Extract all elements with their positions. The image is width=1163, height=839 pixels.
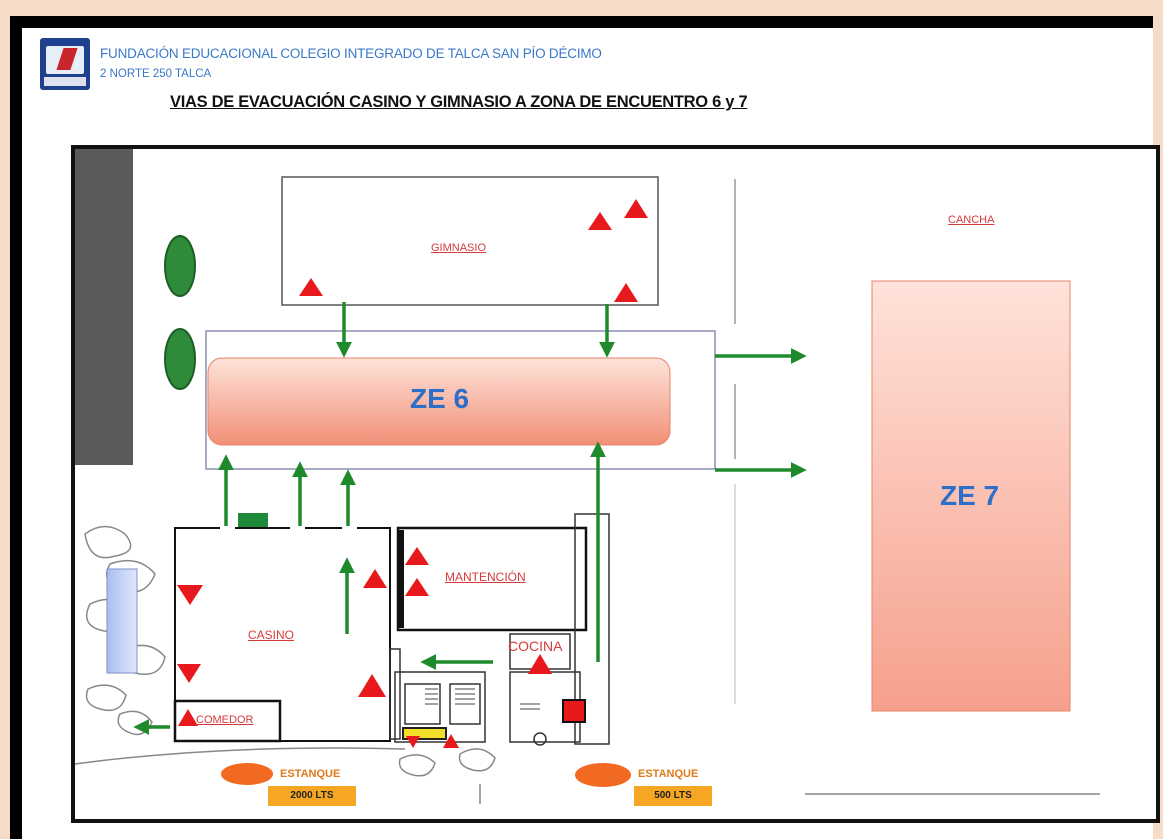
tank-capacity: 2000 LTS [268, 786, 356, 806]
hazard-triangle [588, 212, 612, 230]
tree [164, 328, 196, 390]
hazard-triangle [405, 547, 429, 565]
tree [164, 235, 196, 297]
hazard-triangle [177, 664, 201, 683]
page-title: VIAS DE EVACUACIÓN CASINO Y GIMNASIO A Z… [170, 93, 748, 111]
yellow-bench [402, 727, 447, 740]
casino-label: CASINO [248, 628, 295, 642]
hazard-triangle [406, 736, 420, 748]
hazard-triangle [358, 674, 386, 697]
cancha-label: CANCHA [948, 214, 995, 226]
tank-capacity: 500 LTS [634, 786, 712, 806]
hazard-triangle [614, 283, 638, 302]
hazard-triangle [443, 734, 459, 748]
tank [575, 763, 631, 787]
tank [221, 763, 273, 785]
evacuation-map [71, 145, 1160, 823]
red-box [562, 699, 586, 723]
mantencion-label: MANTENCIÓN [445, 570, 526, 584]
hazard-triangle [624, 199, 648, 218]
school-logo [40, 38, 90, 90]
hazard-triangle [178, 709, 198, 726]
ze6-label: ZE 6 [410, 383, 470, 414]
pool [106, 568, 138, 674]
hazard-triangle [299, 278, 323, 296]
tank-label: ESTANQUE [280, 768, 341, 780]
hazard-triangle [405, 578, 429, 596]
hazard-triangle [363, 569, 387, 588]
tank-label: ESTANQUE [638, 768, 699, 780]
organization-name: FUNDACIÓN EDUCACIONAL COLEGIO INTEGRADO … [100, 46, 602, 61]
ze7-label: ZE 7 [940, 480, 1000, 511]
comedor-label: COMEDOR [196, 714, 254, 726]
hazard-triangle [177, 585, 203, 605]
perimeter-wall [75, 149, 133, 465]
organization-address: 2 NORTE 250 TALCA [100, 68, 212, 80]
gimnasio-building [281, 176, 659, 306]
cocina-label: COCINA [508, 638, 563, 654]
hazard-triangle [528, 654, 552, 674]
gimnasio-label: GIMNASIO [431, 242, 487, 254]
ze6-zone [207, 357, 671, 446]
ze7-zone [871, 280, 1071, 712]
exit-sign [238, 513, 268, 527]
